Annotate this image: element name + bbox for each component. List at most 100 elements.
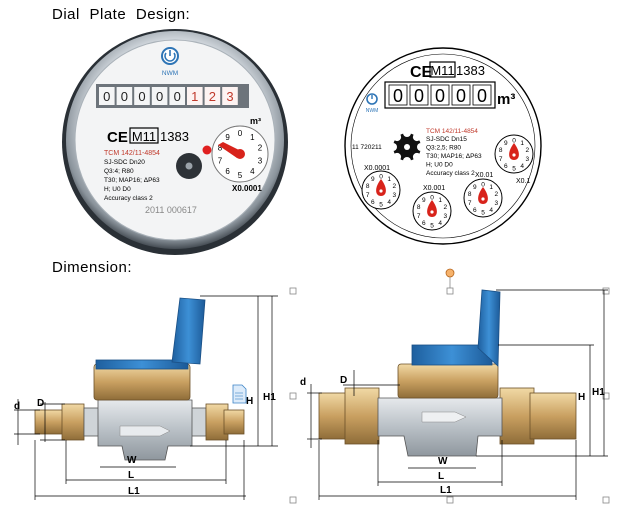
drawing-metrology-mark: M11 — [430, 63, 454, 78]
drawing-counter-cell — [388, 84, 408, 106]
resize-handle-e[interactable] — [602, 392, 610, 400]
drawing-subdial-number: 3 — [444, 213, 448, 220]
drawing-subdial-number: 6 — [504, 163, 508, 170]
drawing-subdial-number: 6 — [473, 207, 477, 214]
drawing-subdial-number: 5 — [512, 166, 516, 173]
right-view-body — [377, 397, 503, 457]
right-view-right-nut — [529, 392, 577, 440]
photo-subdial-number: 1 — [250, 133, 255, 142]
drawing-needle — [427, 200, 437, 217]
drawing-counter-cell — [409, 84, 429, 106]
drawing-subdial-factor: X0.01 — [475, 172, 493, 179]
drawing-counter-digit: 0 — [477, 86, 487, 106]
drawing-counter-frame — [384, 81, 496, 109]
photo-ce-mark: CE — [107, 129, 128, 146]
drawing-subdial-factor: X0.001 — [423, 185, 445, 192]
photo-counter-digit: 1 — [191, 89, 198, 104]
photo-spec-line: SJ-SDC Dn20 — [104, 159, 145, 166]
drawing-needle — [509, 143, 519, 160]
drawing-subdial-number: 9 — [504, 140, 508, 147]
drawing-approval-no: 1383 — [456, 63, 485, 78]
photo-dial-factor: X0.0001 — [232, 184, 262, 193]
dimension-heading: Dimension: — [52, 259, 133, 276]
dim-W-left: W — [127, 455, 137, 466]
resize-handle-nw[interactable] — [289, 287, 297, 295]
drawing-counter-cell — [451, 84, 471, 106]
drawing-needle — [478, 187, 488, 204]
photo-spec-line: Q3:4; R80 — [104, 168, 134, 175]
photo-brand: NWM — [162, 70, 178, 77]
drawing-subdial-number: 2 — [393, 183, 397, 190]
photo-spec-line: Accuracy class 2 — [104, 195, 153, 202]
photo-counter-cell — [116, 87, 133, 105]
drawing-subdial-number: 1 — [489, 184, 493, 191]
photo-counter-digit: 0 — [103, 89, 110, 104]
resize-handle-sw[interactable] — [289, 496, 297, 504]
photo-counter-cell — [222, 87, 238, 105]
drawing-subdial-number: 0 — [481, 182, 485, 189]
dim-H-left: H — [246, 396, 253, 407]
drawing-counter-digit: 0 — [414, 86, 424, 106]
drawing-counter-digit: 0 — [393, 86, 403, 106]
drawing-spec-line: SJ-SDC Dn15 — [426, 136, 467, 143]
resize-handle-s[interactable] — [446, 496, 454, 504]
drawing-subdial-number: 7 — [417, 213, 421, 220]
dim-L-left: L — [128, 470, 134, 481]
drawing-ce-mark: CE — [410, 64, 433, 81]
drawing-metrology-box — [429, 61, 456, 78]
drawing-subdial-number: 1 — [387, 176, 391, 183]
drawing-subdial-number: 0 — [430, 195, 434, 202]
dim-L1-right: L1 — [440, 485, 452, 496]
photo-subdial-number: 0 — [238, 129, 243, 138]
dim-H1-left: H1 — [263, 392, 276, 403]
dim-H1-right: H1 — [592, 387, 605, 398]
resize-handle-w[interactable] — [289, 392, 297, 400]
drawing-serial: 11 720211 — [352, 144, 382, 151]
photo-subdial-number: 6 — [225, 167, 230, 176]
drawing-subdial-number: 5 — [481, 210, 485, 217]
dim-d-right: d — [300, 377, 306, 388]
dim-d-left: d — [14, 401, 20, 412]
photo-counter-cell — [99, 87, 115, 105]
photo-counter-cell — [169, 87, 185, 105]
photo-subdial-number: 9 — [225, 133, 230, 142]
drawing-subdial-number: 3 — [495, 200, 499, 207]
dim-D-left: D — [37, 398, 44, 409]
drawing-subdial-number: 3 — [526, 156, 530, 163]
resize-handle-n[interactable] — [446, 287, 454, 295]
drawing-subdial-number: 7 — [468, 200, 472, 207]
photo-model: TCM 142/11-4854 — [104, 150, 160, 157]
resize-handle-ne[interactable] — [602, 287, 610, 295]
drawing-subdial-number: 4 — [438, 220, 442, 227]
drawing-subdial-number: 5 — [430, 223, 434, 230]
photo-spec-line: T30; MAP16; ΔP63 — [104, 177, 160, 184]
drawing-subdial-number: 8 — [499, 147, 503, 154]
drawing-subdial-number: 1 — [438, 197, 442, 204]
drawing-spec-line: Q3:2,5; R80 — [426, 145, 461, 152]
drawing-counter-cell — [472, 84, 492, 106]
drawing-subdial-number: 8 — [417, 204, 421, 211]
drawing-needle — [376, 179, 386, 196]
drawing-star-wheel — [389, 129, 425, 165]
drawing-nwm-logo-icon — [366, 93, 378, 105]
drawing-spec-line: H; U0 D0 — [426, 162, 453, 169]
photo-unit: m³ — [250, 116, 261, 126]
resize-handle-se[interactable] — [602, 496, 610, 504]
photo-counter-cell — [151, 87, 168, 105]
rotate-handle[interactable] — [445, 268, 455, 278]
drawing-subdial-number: 8 — [468, 191, 472, 198]
drawing-subdial-number: 3 — [393, 192, 397, 199]
photo-counter-digit: 0 — [121, 89, 128, 104]
right-view-register-ring — [397, 363, 499, 399]
drawing-spec-line: Accuracy class 2 — [426, 170, 475, 177]
drawing-counter-cell — [430, 84, 450, 106]
meter-side-view-left: d D W L L1 H H1 — [14, 295, 278, 500]
